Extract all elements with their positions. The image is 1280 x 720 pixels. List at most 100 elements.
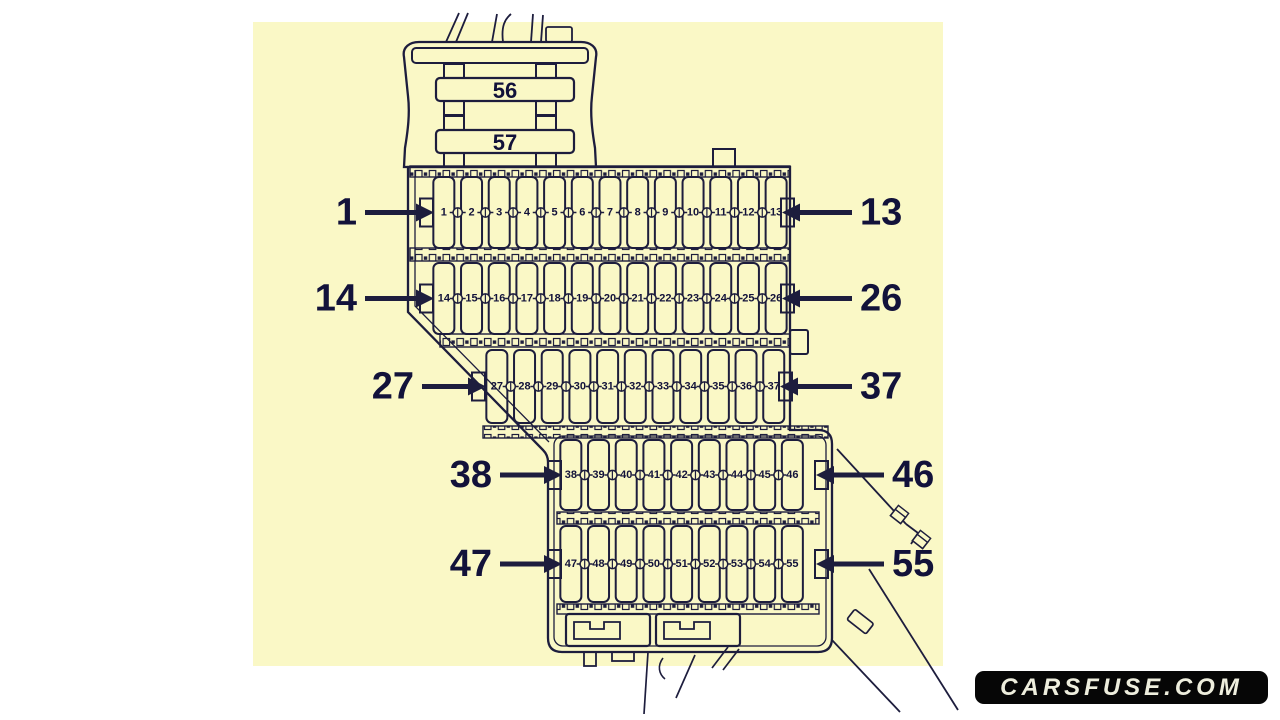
callout-label-13: 13 <box>860 192 902 234</box>
diagram-line <box>501 13 512 43</box>
fuse-number-6: 6 <box>579 207 585 219</box>
diagram-line <box>414 170 550 443</box>
relay-clip <box>443 63 465 79</box>
fuse-number-52: 52 <box>703 558 715 570</box>
fuse-number-20: 20 <box>604 293 616 305</box>
top-tab <box>712 148 736 168</box>
fuse-number-8: 8 <box>635 207 641 219</box>
fuse-number-21: 21 <box>632 293 644 305</box>
fuse-number-32: 32 <box>629 381 641 393</box>
fuse-number-54: 54 <box>759 558 772 570</box>
fuse-number-4: 4 <box>524 207 531 219</box>
diagram-line <box>643 651 649 715</box>
fuse-number-33: 33 <box>657 381 669 393</box>
fuse-number-45: 45 <box>759 469 771 481</box>
fuse-number-47: 47 <box>565 558 577 570</box>
diagram-line <box>540 14 544 43</box>
fuse-number-13: 13 <box>770 207 782 219</box>
fuse-number-1: 1 <box>441 207 447 219</box>
callout-label-26: 26 <box>860 278 902 320</box>
arrowhead-left-icon <box>816 466 834 484</box>
callout-label-46: 46 <box>892 454 934 496</box>
fuse-number-51: 51 <box>675 558 687 570</box>
busbar-band <box>409 247 791 262</box>
fuse-number-19: 19 <box>576 293 588 305</box>
diagram-line <box>868 568 959 711</box>
busbar-band <box>439 333 791 348</box>
callout-label-1: 1 <box>336 192 357 234</box>
fuse-number-53: 53 <box>731 558 743 570</box>
fuse-number-3: 3 <box>496 207 502 219</box>
fuse-number-34: 34 <box>685 381 698 393</box>
fuse-number-23: 23 <box>687 293 699 305</box>
callout-label-47: 47 <box>450 543 492 585</box>
callouts-row-27-37: 27 37 <box>372 366 903 408</box>
busbar-band <box>556 511 820 525</box>
arrowhead-left-icon <box>816 555 834 573</box>
fuse-number-36: 36 <box>740 381 752 393</box>
fuse-number-26: 26 <box>770 293 782 305</box>
clip-cube <box>911 529 932 550</box>
diagram-line <box>658 657 666 680</box>
relay-clip <box>535 152 557 168</box>
callouts-row-38-46: 38 46 <box>450 454 935 496</box>
diagram-line <box>831 639 901 713</box>
fuse-number-41: 41 <box>648 469 660 481</box>
fuse-number-30: 30 <box>574 381 586 393</box>
diagram-line <box>711 646 729 669</box>
fuse-number-39: 39 <box>592 469 604 481</box>
fuse-number-17: 17 <box>521 293 533 305</box>
bottom-tab <box>611 651 635 662</box>
relay-clip <box>443 152 465 168</box>
relay-clip <box>535 115 557 131</box>
diagram-line <box>663 621 711 640</box>
relay-clip <box>535 63 557 79</box>
fuse-number-14: 14 <box>438 293 451 305</box>
fuse-number-10: 10 <box>687 207 699 219</box>
side-tab <box>789 329 809 355</box>
fuse-number-50: 50 <box>648 558 660 570</box>
fuse-number-43: 43 <box>703 469 715 481</box>
fuse-number-5: 5 <box>552 207 558 219</box>
fuse-number-12: 12 <box>742 207 754 219</box>
diagram-line <box>491 13 498 43</box>
fuse-number-9: 9 <box>662 207 668 219</box>
diagram-line <box>573 621 621 640</box>
relay-bar-56 <box>434 76 576 103</box>
relay-clip <box>443 115 465 131</box>
fuse-number-24: 24 <box>715 293 728 305</box>
arrowhead-left-icon <box>782 203 800 222</box>
fuse-number-28: 28 <box>518 381 530 393</box>
arrowhead-left-icon <box>780 377 798 396</box>
fuse-number-2: 2 <box>468 207 474 219</box>
callout-label-38: 38 <box>450 454 492 496</box>
fuse-number-15: 15 <box>465 293 477 305</box>
diagram-line <box>675 654 696 699</box>
busbar-band <box>409 165 791 178</box>
fuse-number-16: 16 <box>493 293 505 305</box>
fuse-number-31: 31 <box>601 381 613 393</box>
diagram-line <box>445 12 460 43</box>
diagram-line <box>455 12 469 43</box>
fuse-number-46: 46 <box>786 469 798 481</box>
callout-label-37: 37 <box>860 366 902 408</box>
bottom-socket <box>654 612 742 648</box>
fuse-number-38: 38 <box>565 469 577 481</box>
fuse-number-27: 27 <box>491 381 503 393</box>
callout-label-14: 14 <box>315 278 357 320</box>
busbar-band <box>482 425 829 439</box>
relay-clip <box>443 100 465 116</box>
callout-label-55: 55 <box>892 543 934 585</box>
relay-label-56: 56 <box>493 78 517 103</box>
fuse-number-29: 29 <box>546 381 558 393</box>
callouts-row-14-26: 14 26 <box>315 278 903 320</box>
relay-housing <box>402 40 598 169</box>
fuse-number-11: 11 <box>715 207 727 219</box>
arrowhead-right-icon <box>416 203 434 222</box>
fuse-number-55: 55 <box>786 558 798 570</box>
